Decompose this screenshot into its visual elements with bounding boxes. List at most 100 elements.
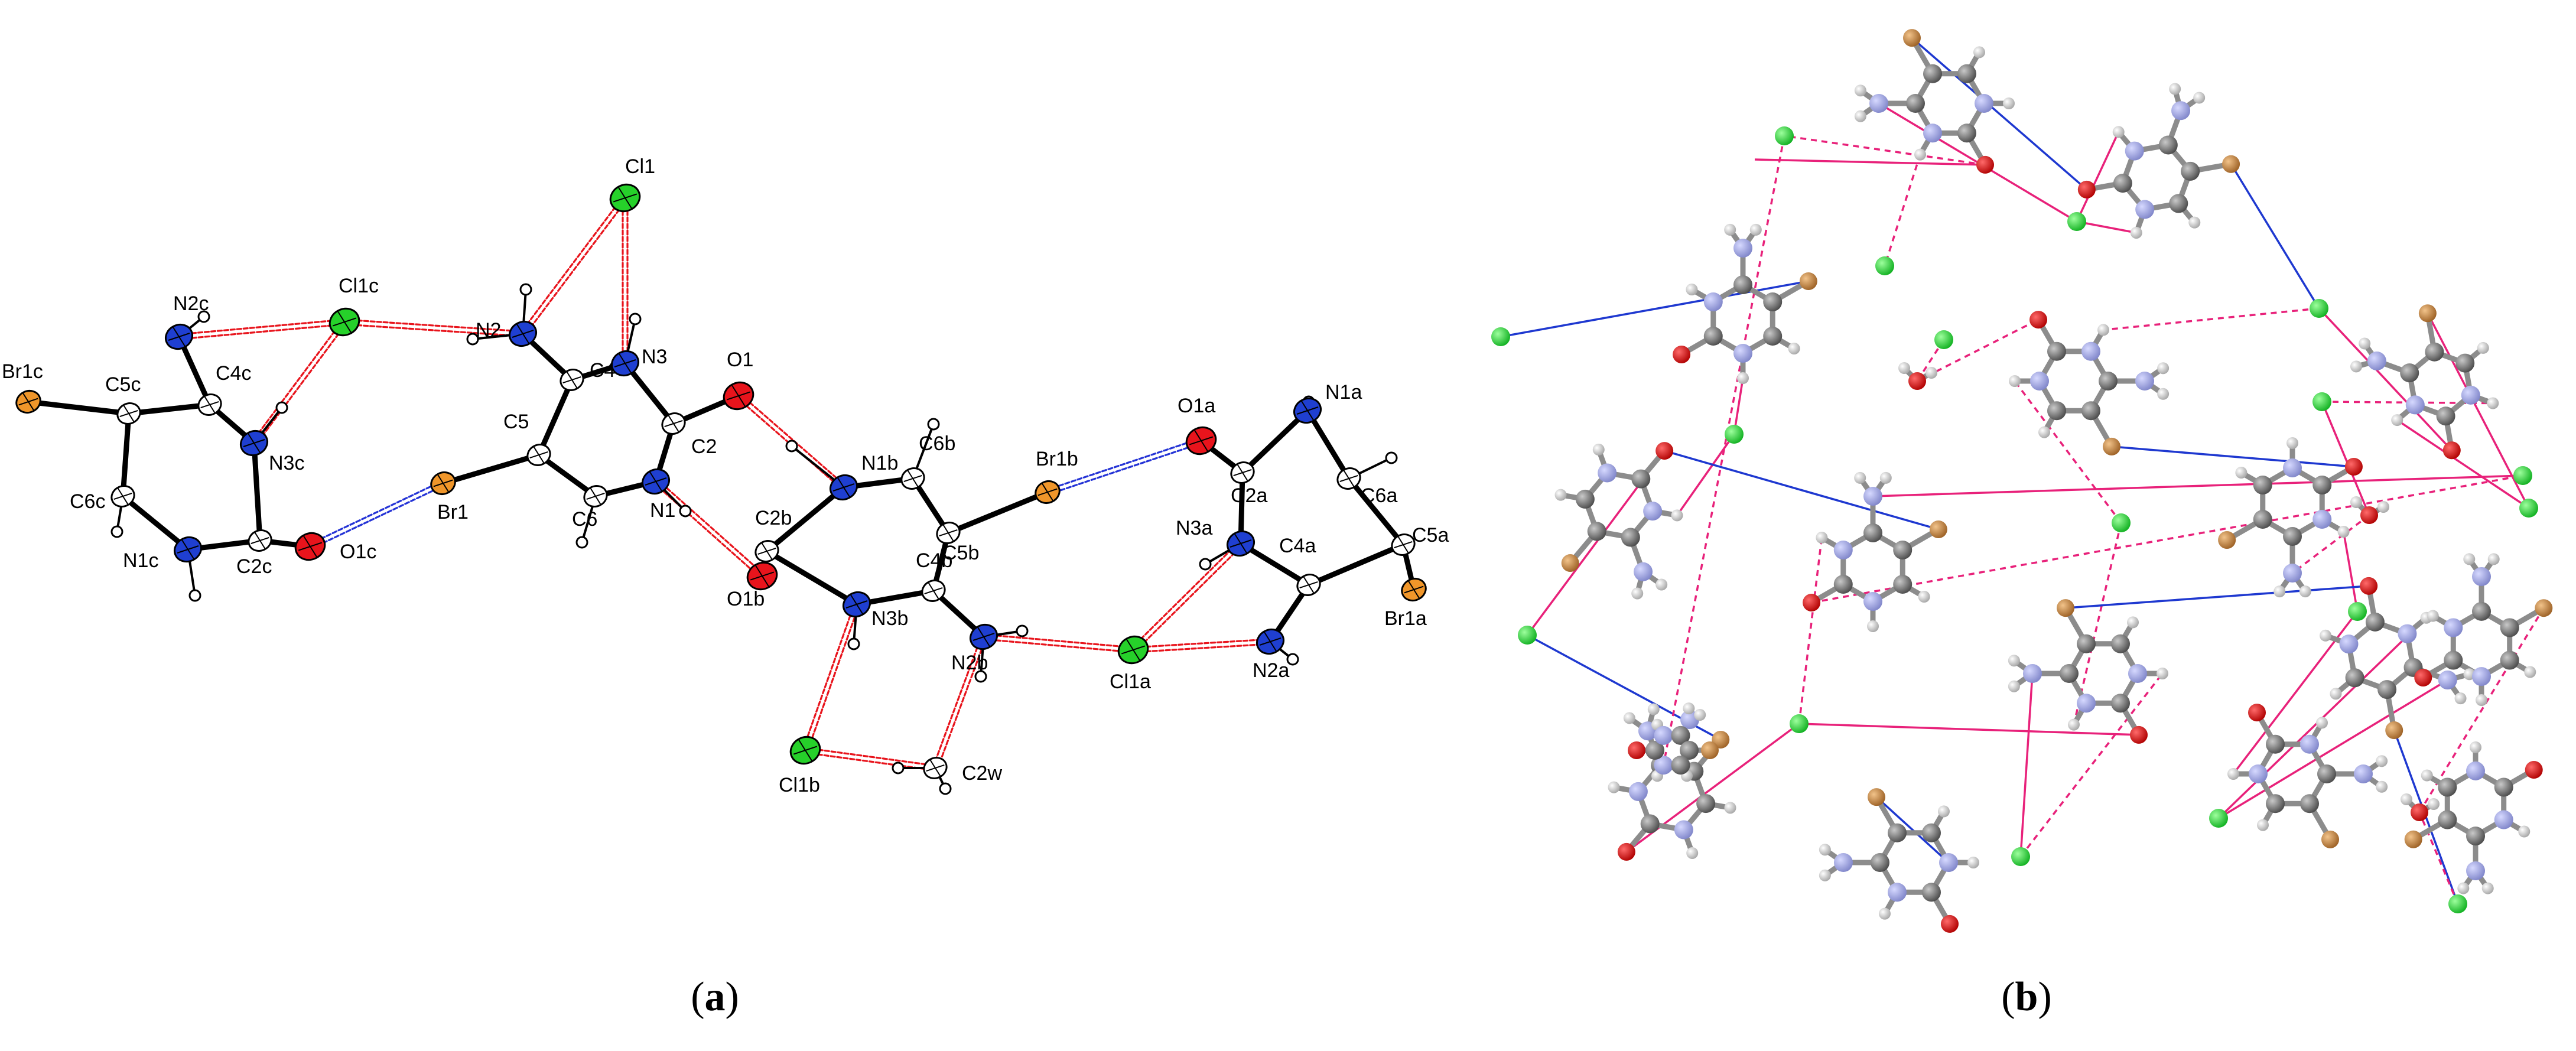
hydrogen-atom (1199, 558, 1212, 571)
intermolecular-contact (2218, 679, 2448, 819)
atom-label-o1: O1 (727, 349, 753, 371)
nitrogen-ball (2125, 141, 2144, 161)
oxygen-ball (1655, 442, 1674, 460)
oxygen-ball (2029, 311, 2047, 329)
covalent-bond (536, 377, 575, 458)
hydrogen-bond (656, 479, 765, 575)
atom-n1c (174, 536, 202, 563)
hydrogen-ball (1914, 148, 1926, 161)
hydrogen-ball (2169, 83, 2181, 95)
atom-label-cl1c: Cl1c (339, 275, 379, 297)
hydrogen-ball (2350, 496, 2362, 508)
intermolecular-contact (2321, 401, 2370, 516)
hydrogen-ball (1918, 591, 1930, 603)
carbon-ball (1640, 814, 1660, 834)
hydrogen-ball (2376, 755, 2388, 767)
hydrogen-ball (2481, 882, 2494, 894)
carbon-ball (1733, 275, 1752, 294)
carbon-ball (1575, 489, 1595, 509)
carbon-ball (1763, 327, 1783, 346)
hydrogen-ball (2457, 882, 2470, 894)
atom-n3c (240, 429, 268, 457)
nitrogen-ball (2494, 810, 2513, 829)
hydrogen-ball (1554, 489, 1567, 501)
atom-c4c (197, 393, 222, 416)
chloride-ball (2448, 894, 2467, 913)
bromine-ball (1701, 741, 1719, 759)
carbon-ball (1957, 64, 1976, 83)
atom-label-c2c: C2c (236, 555, 272, 578)
atom-label-c5a: C5a (1412, 524, 1449, 546)
intermolecular-contact (1811, 474, 2523, 604)
hydrogen-ball (1854, 110, 1866, 122)
bromine-ball (1799, 272, 1817, 290)
hydrogen-ball (1592, 444, 1605, 456)
carbon-ball (1906, 94, 1925, 113)
intermolecular-contact (2342, 531, 2359, 612)
covalent-bond (1305, 408, 1352, 481)
bromine-ball (1561, 554, 1579, 572)
covalent-bond (764, 548, 860, 607)
atom-label-c6: C6 (572, 508, 597, 531)
intermolecular-contact (2291, 514, 2370, 574)
nitrogen-ball (1733, 344, 1752, 363)
atom-c2b (754, 540, 779, 562)
hydrogen-atom (785, 440, 798, 453)
panel-a-atoms (15, 183, 1427, 795)
oxygen-ball (2130, 725, 2148, 744)
hydrogen-ball (1623, 712, 1635, 724)
carbon-ball (2113, 174, 2132, 193)
carbon-ball (2099, 372, 2118, 391)
atom-br1 (430, 471, 456, 496)
hydrogen-atom (974, 670, 987, 683)
nitrogen-ball (1869, 94, 1888, 113)
intermolecular-contact (1754, 158, 1986, 166)
halogen-bond (308, 480, 443, 545)
oxygen-ball (2077, 180, 2096, 199)
intermolecular-contact (2318, 307, 2453, 451)
oxygen-ball (1976, 155, 1994, 174)
intermolecular-contact (1500, 280, 1809, 338)
atom-label-n3: N3 (642, 346, 667, 368)
caption-a-letter: a (704, 974, 726, 1020)
atom-c5b (936, 522, 961, 544)
hydrogen-ball (2273, 585, 2286, 598)
atom-c2w (923, 757, 948, 779)
halogen-bond (310, 484, 445, 550)
hydrogen-ball (2286, 437, 2298, 449)
chloride-ball (2112, 513, 2131, 532)
hydrogen-bond (1130, 541, 1240, 649)
hydrogen-ball (2003, 97, 2015, 109)
hydrogen-bond (523, 198, 628, 337)
nitrogen-ball (1674, 820, 1693, 840)
carbon-ball (2425, 342, 2444, 362)
carbon-ball (2111, 694, 2130, 713)
atom-label-o1c: O1c (340, 541, 376, 563)
hydrogen-ball (1724, 223, 1736, 236)
atom-c6c (110, 485, 135, 507)
carbon-ball (2438, 777, 2457, 797)
atom-c6a (1336, 467, 1361, 490)
atom-label-n2: N2 (476, 319, 501, 341)
atom-c6b (900, 467, 925, 490)
carbon-ball (1621, 528, 1640, 547)
carbon-ball (2111, 634, 2130, 653)
bromine-ball (2321, 830, 2339, 848)
hydrogen-ball (2350, 360, 2363, 373)
hydrogen-ball (2454, 692, 2467, 705)
hydrogen-ball (1631, 587, 1644, 600)
atom-br1c (15, 389, 41, 414)
nitrogen-ball (1654, 725, 1673, 745)
intermolecular-contact (1664, 450, 1939, 531)
carbon-ball (2438, 810, 2457, 829)
intermolecular-contact (2111, 445, 2354, 468)
carbon-ball (2500, 650, 2519, 670)
hydrogen-ball (2157, 388, 2170, 400)
atom-n2c (165, 323, 193, 350)
hydrogen-ball (1879, 471, 1892, 484)
nitrogen-ball (1733, 239, 1752, 258)
hydrogen-ball (1683, 702, 1695, 715)
chloride-ball (2312, 392, 2331, 411)
carbon-ball (1893, 575, 1913, 594)
